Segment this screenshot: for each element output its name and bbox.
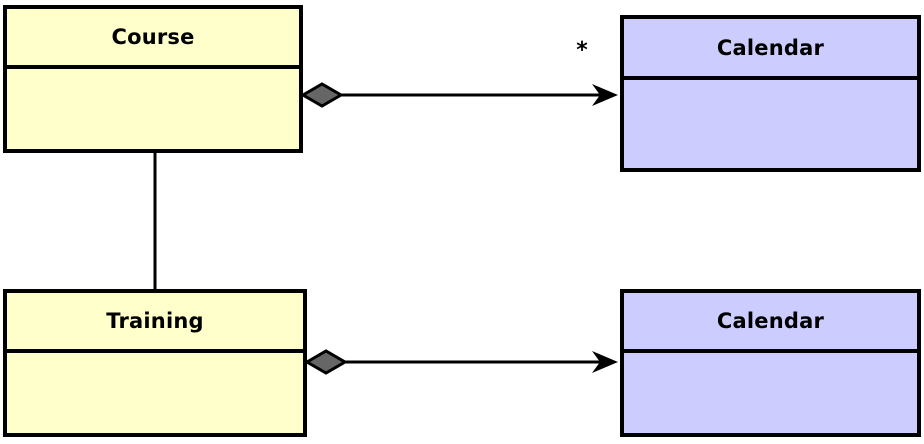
uml-class-course-attributes: [7, 69, 299, 149]
connector-training-calendar[interactable]: [304, 349, 618, 375]
composition-diamond-icon: [304, 349, 348, 375]
open-arrowhead-icon: [592, 84, 618, 106]
uml-class-training[interactable]: Training: [3, 289, 307, 437]
uml-class-course[interactable]: Course: [3, 5, 303, 153]
uml-class-calendar-top[interactable]: Calendar: [620, 15, 921, 172]
open-arrowhead-icon: [592, 351, 618, 373]
uml-class-training-attributes: [7, 353, 303, 433]
uml-class-calendar-top-attributes: [624, 80, 917, 168]
uml-class-calendar-top-name: Calendar: [624, 19, 917, 80]
uml-class-calendar-bottom[interactable]: Calendar: [620, 289, 921, 437]
uml-class-course-name: Course: [7, 9, 299, 69]
uml-class-calendar-bottom-attributes: [624, 353, 917, 433]
uml-class-training-name: Training: [7, 293, 303, 353]
composition-diamond-icon: [300, 82, 344, 108]
connector-course-calendar[interactable]: [300, 82, 618, 108]
uml-class-calendar-bottom-name: Calendar: [624, 293, 917, 353]
multiplicity-label-course-calendar: *: [576, 38, 588, 63]
